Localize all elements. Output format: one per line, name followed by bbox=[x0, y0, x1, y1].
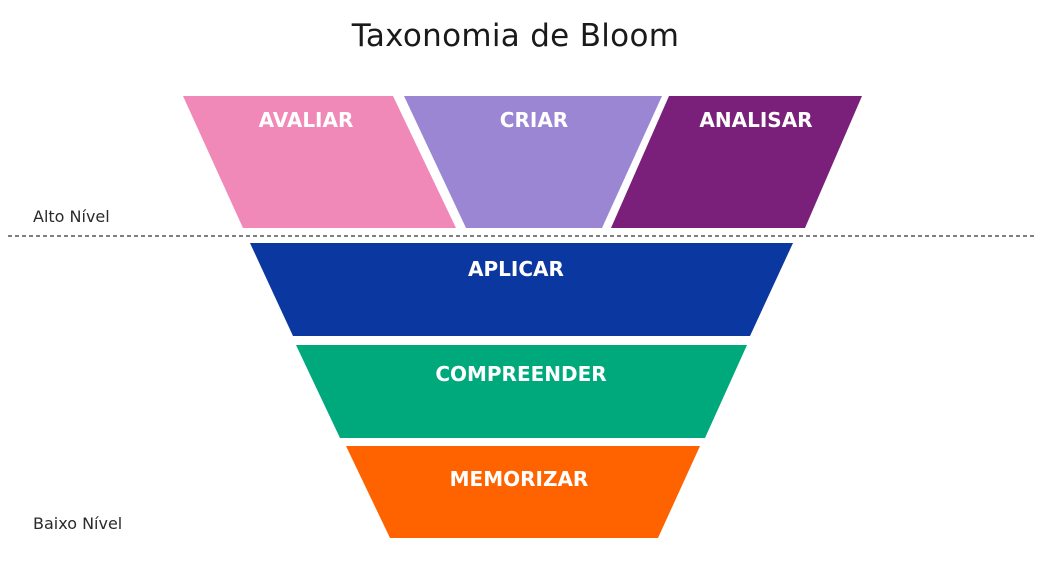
segment-avaliar bbox=[183, 96, 456, 228]
segment-label-compreender: COMPREENDER bbox=[435, 362, 606, 386]
high-level-label: Alto Nível bbox=[33, 207, 110, 226]
segment-label-avaliar: AVALIAR bbox=[259, 108, 354, 132]
low-level-label: Baixo Nível bbox=[33, 514, 123, 533]
segment-memorizar bbox=[346, 446, 700, 538]
segment-analisar bbox=[611, 96, 862, 228]
segment-criar bbox=[404, 96, 662, 228]
segment-label-aplicar: APLICAR bbox=[468, 257, 564, 281]
segment-label-memorizar: MEMORIZAR bbox=[450, 467, 589, 491]
segment-label-analisar: ANALISAR bbox=[699, 108, 812, 132]
segment-label-criar: CRIAR bbox=[500, 108, 568, 132]
diagram-title: Taxonomia de Bloom bbox=[351, 18, 680, 54]
segment-compreender bbox=[296, 345, 747, 438]
segment-aplicar bbox=[250, 243, 793, 336]
